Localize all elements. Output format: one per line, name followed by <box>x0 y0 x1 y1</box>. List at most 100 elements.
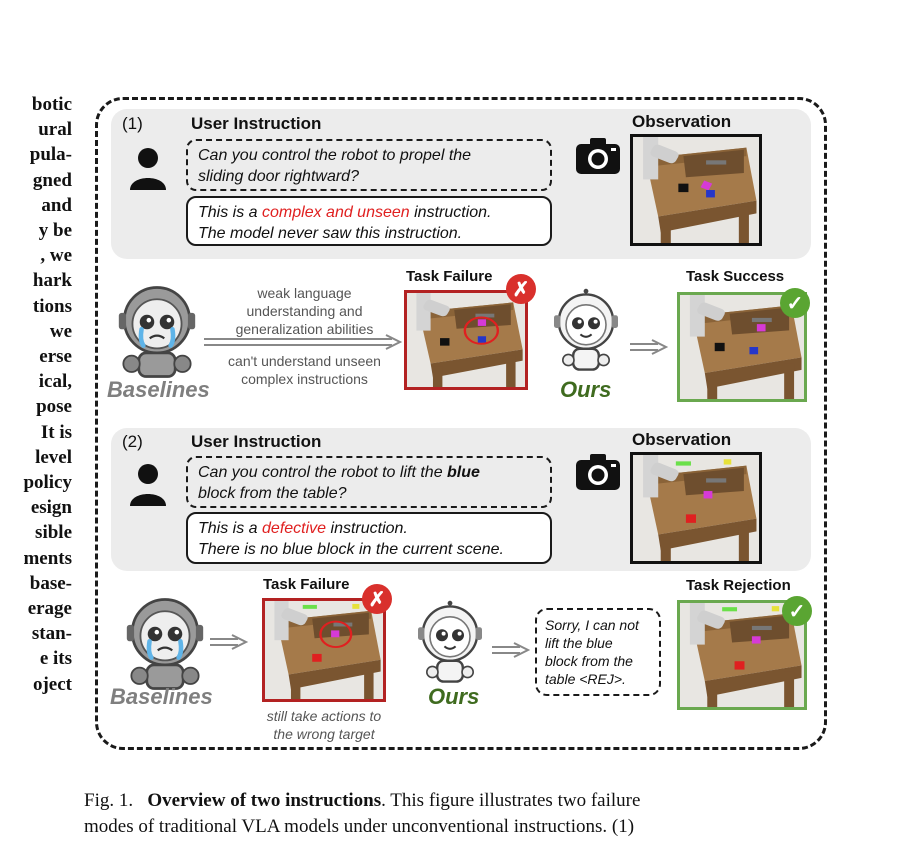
case2-failure-image <box>262 598 386 702</box>
left-text-line: policy <box>23 472 72 494</box>
case1-note-suffix: instruction. <box>409 204 492 221</box>
case1-task-failure-label: Task Failure <box>406 268 493 285</box>
case2-rejection-reply-bubble: Sorry, I can not lift the blue block fro… <box>535 608 661 696</box>
case2-user-instruction-title: User Instruction <box>191 432 322 451</box>
camera-icon <box>574 452 622 492</box>
case2-ours-label: Ours <box>428 684 480 709</box>
reply-line: lift the blue <box>545 635 613 651</box>
case2-instruction-bubble: Can you control the robot to lift the bl… <box>186 456 552 508</box>
caption-line1: Fig. 1. Overview of two instructions. Th… <box>84 788 844 814</box>
case1-task-success-label: Task Success <box>686 268 785 285</box>
case2-task-failure-label: Task Failure <box>263 576 350 593</box>
reason-line: complex instructions <box>241 371 368 387</box>
left-body-text-column: botic ural pula- gned and y be , we hark… <box>0 92 72 697</box>
case1-ours-label: Ours <box>560 377 612 402</box>
case2-rejection-image <box>677 600 807 710</box>
figure-frame <box>95 97 827 750</box>
caption-line2: modes of traditional VLA models under un… <box>84 816 635 837</box>
case2-instruction-prefix: Can you control the robot to lift the <box>198 464 448 481</box>
case1-note-prefix: This is a <box>198 204 263 221</box>
case1-baselines-label: Baselines <box>107 377 210 402</box>
left-text-line: , we <box>40 245 72 267</box>
left-text-line: oject <box>32 673 72 695</box>
case2-note-line1: This is a defective instruction. <box>198 518 540 539</box>
left-text-line: level <box>35 446 72 468</box>
left-text-line: ments <box>23 547 72 569</box>
case2-note-suffix: instruction. <box>326 520 408 537</box>
case2-instruction-bold: blue <box>447 464 480 481</box>
case1-observation-image <box>630 134 762 246</box>
case2-baselines-label: Baselines <box>110 684 213 709</box>
left-text-line: sible <box>35 522 72 544</box>
left-text-line: gned <box>32 169 72 191</box>
caption-line1-rest: . This figure illustrates two failure <box>381 790 641 811</box>
case1-baseline-reason-bottom: can't understand unseen complex instruct… <box>212 352 397 388</box>
left-text-line: base- <box>29 572 72 594</box>
baseline-robot-icon <box>111 282 203 382</box>
case1-baseline-arrow <box>204 334 403 350</box>
case1-step-number: (1) <box>122 114 143 133</box>
case1-note-highlight: complex and unseen <box>262 204 410 221</box>
case2-observation-image <box>630 452 762 564</box>
left-text-line: and <box>41 194 72 216</box>
case1-baseline-reason-top: weak language understanding and generali… <box>212 284 397 338</box>
reason-line: weak language <box>257 285 352 301</box>
left-text-line: y be <box>38 220 72 242</box>
case2-instruction-line1: Can you control the robot to lift the bl… <box>198 462 540 483</box>
case2-instruction-line2: block from the table? <box>198 485 347 502</box>
user-icon <box>128 146 168 190</box>
failure-caption-line: still take actions to <box>266 708 382 724</box>
failure-badge-icon: ✗ <box>506 274 536 304</box>
case1-instruction-line2: sliding door rightward? <box>198 168 359 185</box>
case2-note-line2: There is no blue block in the current sc… <box>198 541 504 558</box>
reply-line: Sorry, I can not <box>545 617 639 633</box>
case2-step-number: (2) <box>122 432 143 451</box>
reason-line: generalization abilities <box>235 321 374 337</box>
left-text-line: It is <box>40 421 72 443</box>
case1-user-instruction-title: User Instruction <box>191 114 322 133</box>
case1-success-image <box>677 292 807 402</box>
case1-observation-title: Observation <box>632 112 732 131</box>
case1-ours-arrow <box>630 339 669 355</box>
case2-baseline-arrow <box>210 634 249 650</box>
left-text-line: e its <box>39 648 72 670</box>
success-badge-icon: ✓ <box>782 596 812 626</box>
caption-prefix: Fig. 1. <box>84 790 134 811</box>
case1-instruction-line1: Can you control the robot to propel the <box>198 147 472 164</box>
case2-observation-title: Observation <box>632 430 732 449</box>
reply-line: block from the <box>545 653 633 669</box>
left-text-line: erage <box>27 598 72 620</box>
baseline-robot-icon <box>119 594 211 694</box>
case2-ours-arrow <box>492 642 531 658</box>
case2-note-prefix: This is a <box>198 520 263 537</box>
case2-note-highlight: defective <box>262 520 327 537</box>
figure-caption: Fig. 1. Overview of two instructions. Th… <box>84 788 844 840</box>
ours-robot-icon <box>546 288 626 376</box>
left-text-line: stan- <box>31 623 72 645</box>
reply-line: table <REJ>. <box>545 671 626 687</box>
left-text-line: botic <box>31 94 72 115</box>
case1-instruction-bubble: Can you control the robot to propel the … <box>186 139 552 191</box>
ours-robot-icon <box>410 600 490 688</box>
reason-line: can't understand unseen <box>228 353 381 369</box>
left-text-line: hark <box>32 270 72 292</box>
case1-note-line1: This is a complex and unseen instruction… <box>198 202 540 223</box>
left-text-line: esign <box>30 497 72 519</box>
success-badge-icon: ✓ <box>780 288 810 318</box>
left-text-line: tions <box>32 295 72 317</box>
left-text-line: pose <box>36 396 72 418</box>
case2-task-rejection-label: Task Rejection <box>686 577 791 594</box>
user-icon <box>128 462 168 506</box>
failure-badge-icon: ✗ <box>362 584 392 614</box>
case1-note-line2: The model never saw this instruction. <box>198 225 463 242</box>
left-text-line: pula- <box>29 144 72 166</box>
left-text-line: we <box>49 320 72 342</box>
reason-line: understanding and <box>246 303 363 319</box>
left-text-line: erse <box>39 346 72 368</box>
left-text-line: ural <box>38 119 72 141</box>
case1-failure-image <box>404 290 528 390</box>
case2-failure-caption: still take actions to the wrong target <box>244 707 404 743</box>
case2-note-bubble: This is a defective instruction. There i… <box>186 512 552 564</box>
camera-icon <box>574 136 622 176</box>
case1-note-bubble: This is a complex and unseen instruction… <box>186 196 552 246</box>
